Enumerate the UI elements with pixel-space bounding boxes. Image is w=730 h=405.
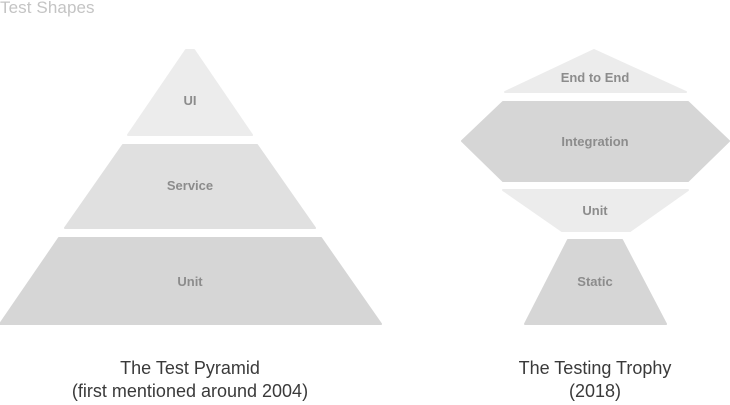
trophy-caption-title: The Testing Trophy	[518, 358, 672, 378]
pyramid-label-service: Service	[167, 178, 213, 193]
trophy-layer-static	[524, 239, 667, 325]
pyramid-caption: The Test Pyramid (first mentioned around…	[40, 357, 340, 403]
pyramid-caption-subtitle: (first mentioned around 2004)	[71, 381, 309, 401]
trophy-caption: The Testing Trophy (2018)	[470, 357, 720, 403]
page-title: Test Shapes	[0, 0, 95, 17]
trophy-layer-unit	[502, 189, 689, 232]
test-pyramid: UI Service Unit	[0, 49, 382, 325]
pyramid-label-ui: UI	[184, 93, 197, 108]
trophy-label-static: Static	[577, 274, 612, 289]
trophy-label-unit: Unit	[582, 203, 608, 218]
trophy-label-integration: Integration	[561, 134, 628, 149]
trophy-layer-end-to-end	[504, 49, 687, 93]
testing-trophy: End to End Integration Unit Static	[461, 49, 730, 325]
pyramid-layer-service	[64, 144, 316, 229]
trophy-layer-integration	[461, 101, 730, 182]
trophy-label-end-to-end: End to End	[561, 70, 630, 85]
pyramid-layer-ui	[127, 49, 253, 136]
pyramid-caption-title: The Test Pyramid	[120, 358, 260, 378]
trophy-caption-subtitle: (2018)	[568, 381, 622, 401]
pyramid-label-unit: Unit	[177, 274, 203, 289]
pyramid-layer-unit	[0, 237, 382, 325]
